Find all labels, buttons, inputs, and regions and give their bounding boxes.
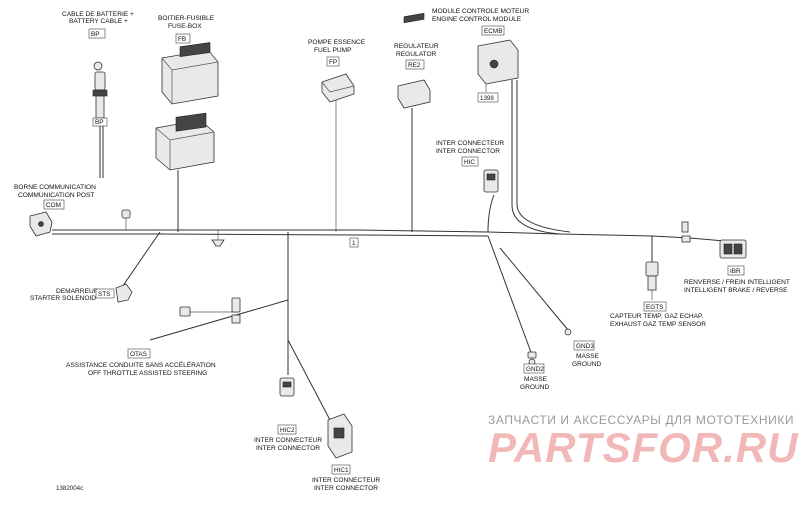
splice-tag: 1	[349, 237, 359, 248]
starter-label-fr: DEMARREUR	[56, 288, 99, 295]
battery-cable-component: CABLE DE BATTERIE + BATTERY CABLE + BP B…	[62, 11, 134, 127]
harness-trunk	[52, 80, 737, 421]
fuel-pump-label-fr: POMPE ESSENCE	[308, 39, 366, 46]
ibr-component: IBR RENVERSE / FREIN INTELLIGENT INTELLI…	[684, 239, 790, 294]
hic-code: HIC	[464, 159, 475, 166]
hic2-code: HIC2	[280, 427, 295, 434]
regulator-component: REGULATEUR REGULATOR RE2	[394, 12, 439, 109]
com-label-en: COMMUNICATION POST	[18, 192, 94, 199]
ecm-component: MODULE CONTROLE MOTEUR ENGINE CONTROL MO…	[432, 8, 529, 103]
regulator-label-fr: REGULATEUR	[394, 43, 439, 50]
regulator-code: RE2	[408, 62, 421, 69]
egts-label-fr: CAPTEUR TEMP. GAZ ECHAP.	[610, 313, 704, 320]
watermark: ЗАПЧАСТИ И АКСЕССУАРЫ ДЛЯ МОТОТЕХНИКИ PA…	[488, 413, 799, 471]
hic-component: INTER CONNECTEUR INTER CONNECTOR HIC	[436, 140, 504, 193]
hic1-component: HIC1 INTER CONNECTEUR INTER CONNECTOR	[312, 413, 380, 492]
fuse-box-code: FB	[178, 36, 186, 43]
fuse-box-component: BOITIER-FUSIBLE FUSE-BOX FB	[155, 15, 219, 171]
battery-cable-label-en: BATTERY CABLE +	[69, 18, 128, 25]
gnd2-code: GND2	[526, 366, 544, 373]
ecm-label-fr: MODULE CONTROLE MOTEUR	[432, 8, 529, 15]
grommets	[121, 209, 691, 247]
battery-cable-label-fr: CABLE DE BATTERIE +	[62, 11, 134, 18]
battery-cable-code: BP	[91, 31, 100, 38]
ecm-ref: 1398	[480, 95, 494, 102]
hic1-label-en: INTER CONNECTOR	[314, 485, 378, 492]
fuse-box-label-fr: BOITIER-FUSIBLE	[158, 15, 215, 22]
figure-reference: 1382004c	[56, 485, 83, 492]
gnd2-component: GND2 MASSE GROUND	[520, 351, 550, 391]
hic2-label-en: INTER CONNECTOR	[256, 445, 320, 452]
gnd3-component: GND3 MASSE GROUND	[564, 328, 602, 368]
starter-solenoid-component: DEMARREUR STARTER SOLENOID STS	[30, 283, 133, 303]
gnd3-label-en: GROUND	[572, 361, 602, 368]
hic2-label-fr: INTER CONNECTEUR	[254, 437, 322, 444]
watermark-brand: PARTSFOR.RU	[488, 424, 799, 471]
fuel-pump-component: POMPE ESSENCE FUEL PUMP FP	[308, 39, 366, 103]
egts-code: EGTS	[646, 304, 663, 311]
com-code: COM	[46, 202, 61, 209]
battery-cable-code-lower: BP	[95, 119, 104, 126]
communication-post-component: BORNE COMMUNICATION COMMUNICATION POST C…	[14, 184, 96, 237]
gnd2-label-fr: MASSE	[524, 376, 548, 383]
splice-code: 1	[352, 240, 356, 247]
starter-code: STS	[98, 291, 110, 298]
ecm-code: ECMB	[484, 28, 502, 35]
fuse-box-label-en: FUSE-BOX	[168, 23, 202, 30]
starter-label-en: STARTER SOLENOID	[30, 295, 96, 302]
egts-component: EGTS CAPTEUR TEMP. GAZ ECHAP. EXHAUST GA…	[610, 261, 706, 328]
ibr-label-fr: RENVERSE / FREIN INTELLIGENT	[684, 279, 790, 286]
otas-code: OTAS	[130, 351, 147, 358]
otas-component: OTAS ASSISTANCE CONDUITE SANS ACCÉLÉRATI…	[66, 297, 241, 377]
watermark-tagline: ЗАПЧАСТИ И АКСЕССУАРЫ ДЛЯ МОТОТЕХНИКИ	[488, 413, 794, 427]
ibr-label-en: INTELLIGENT BRAKE / REVERSE	[684, 287, 788, 294]
ibr-code: IBR	[730, 268, 741, 275]
gnd3-code: GND3	[576, 343, 594, 350]
ecm-label-en: ENGINE CONTROL MODULE	[432, 16, 522, 23]
fuel-pump-code: FP	[329, 59, 337, 66]
hic2-component: HIC2 INTER CONNECTEUR INTER CONNECTOR	[254, 377, 322, 452]
egts-label-en: EXHAUST GAZ TEMP SENSOR	[610, 321, 706, 328]
gnd2-label-en: GROUND	[520, 384, 550, 391]
regulator-label-en: REGULATOR	[396, 51, 437, 58]
hic1-label-fr: INTER CONNECTEUR	[312, 477, 380, 484]
otas-label-en: OFF THROTTLE ASSISTED STEERING	[88, 370, 207, 377]
fuel-pump-label-en: FUEL PUMP	[314, 47, 352, 54]
hic1-code: HIC1	[334, 467, 349, 474]
com-label-fr: BORNE COMMUNICATION	[14, 184, 96, 191]
hic-label-en: INTER CONNECTOR	[436, 148, 500, 155]
otas-label-fr: ASSISTANCE CONDUITE SANS ACCÉLÉRATION	[66, 360, 216, 369]
gnd3-label-fr: MASSE	[576, 353, 600, 360]
hic-label-fr: INTER CONNECTEUR	[436, 140, 504, 147]
